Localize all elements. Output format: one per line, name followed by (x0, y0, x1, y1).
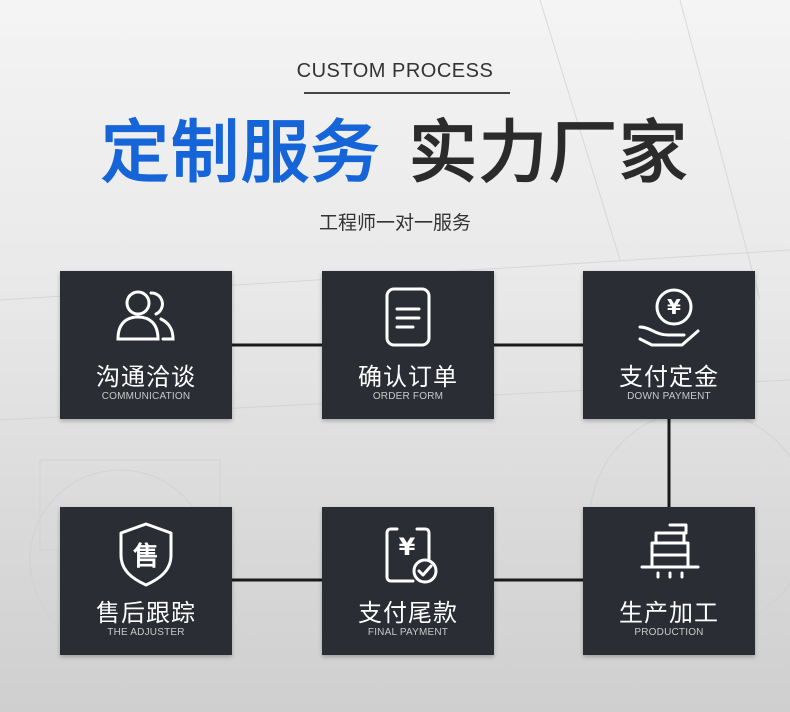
step-card-order-form: 确认订单 ORDER FORM (322, 271, 494, 419)
yen-glyph: ¥ (667, 295, 681, 319)
subtitle-underline (304, 92, 510, 94)
step-subtitle: FINAL PAYMENT (367, 627, 449, 638)
step-title: 生产加工 (619, 599, 719, 627)
step-title: 支付尾款 (358, 599, 458, 627)
yen-glyph: ¥ (399, 533, 416, 561)
people-icon (116, 290, 175, 341)
machine-icon (640, 523, 700, 579)
step-subtitle: DOWN PAYMENT (627, 391, 711, 402)
document-icon (385, 287, 431, 347)
shield-icon: 售 (119, 522, 173, 587)
step-card-communication: 沟通洽谈 COMMUNICATION (60, 271, 232, 419)
step-subtitle: COMMUNICATION (101, 391, 191, 402)
step-title: 支付定金 (619, 363, 719, 391)
tagline: 工程师一对一服务 (318, 212, 471, 234)
step-subtitle: PRODUCTION (634, 627, 704, 638)
yen-coin-hand-icon: ¥ (638, 288, 700, 347)
step-subtitle: THE ADJUSTER (107, 627, 185, 638)
headline-dark: 实力厂家 (409, 114, 690, 193)
yen-check-icon: ¥ (385, 527, 438, 584)
headline: 定制服务实力厂家 (0, 112, 790, 196)
step-card-final-payment: ¥ 支付尾款 FINAL PAYMENT (322, 507, 494, 655)
step-title: 售后跟踪 (96, 599, 196, 627)
headline-blue: 定制服务 (100, 114, 381, 193)
step-card-after-sales: 售 售后跟踪 THE ADJUSTER (60, 507, 232, 655)
step-title: 确认订单 (358, 363, 458, 391)
step-card-down-payment: ¥ 支付定金 DOWN PAYMENT (583, 271, 755, 419)
step-subtitle: ORDER FORM (372, 391, 444, 402)
step-title: 沟通洽谈 (96, 363, 196, 391)
step-card-production: 生产加工 PRODUCTION (583, 507, 755, 655)
subtitle-english: CUSTOM PROCESS (296, 60, 494, 82)
shield-character: 售 (133, 541, 159, 572)
